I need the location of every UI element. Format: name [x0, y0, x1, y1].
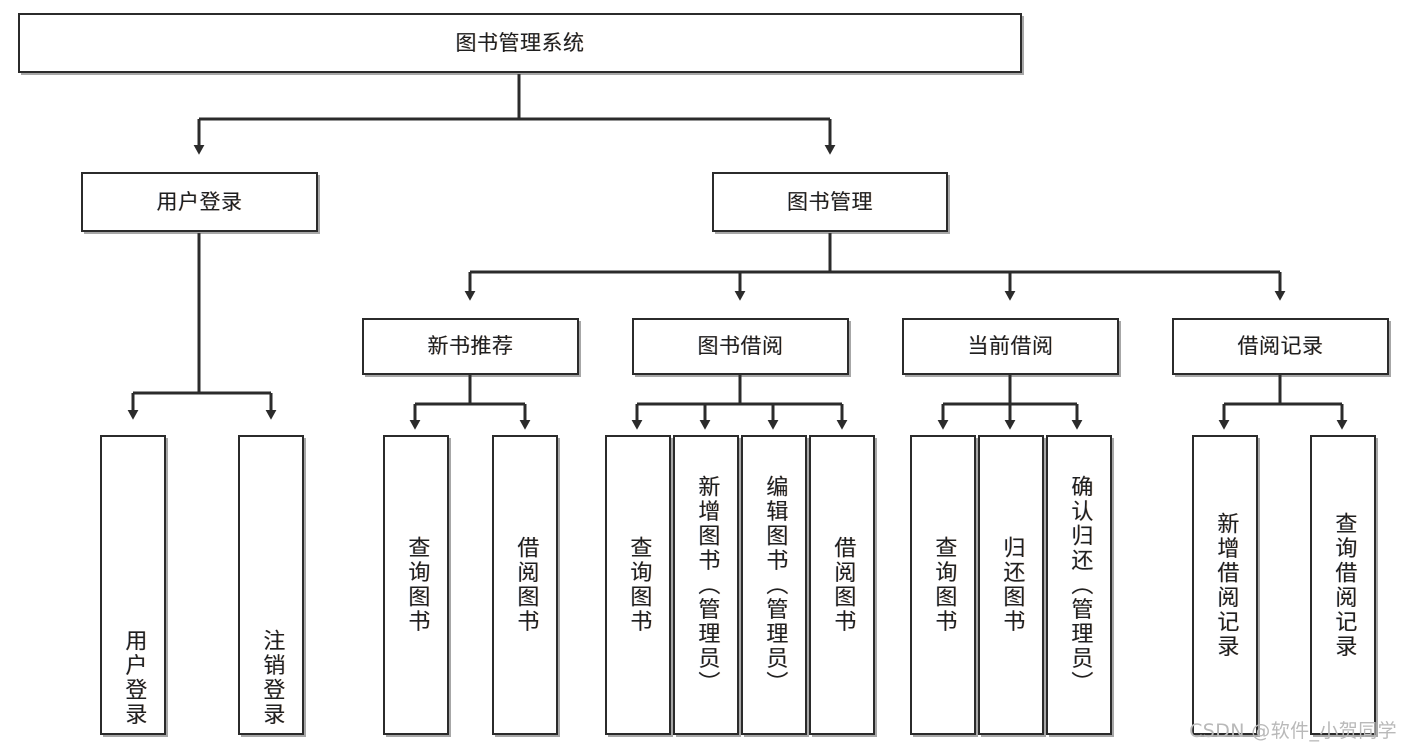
node-user-login-label: 用户登录: [156, 189, 243, 214]
leaf-new-book-query[interactable]: 查询图书: [383, 435, 449, 735]
leaf-current-return-book-label: 归还图书: [999, 536, 1025, 634]
leaf-user-login-signin-label: 用户登录: [121, 629, 147, 727]
leaf-borrow-borrow-book-label: 借阅图书: [830, 536, 856, 634]
leaf-record-add-label: 新增借阅记录: [1213, 511, 1239, 659]
node-current-borrow-label: 当前借阅: [967, 334, 1054, 359]
leaf-new-book-query-label: 查询图书: [404, 536, 430, 634]
node-new-book-recommend-label: 新书推荐: [427, 334, 514, 359]
leaf-new-book-borrow-label: 借阅图书: [513, 536, 539, 634]
leaf-borrow-query-book[interactable]: 查询图书: [605, 435, 671, 735]
csdn-watermark: CSDN @软件_小贺同学: [1189, 720, 1397, 742]
node-borrow-record-label: 借阅记录: [1237, 334, 1324, 359]
leaf-borrow-edit-book[interactable]: 编辑图书（管理员）: [741, 435, 807, 735]
leaf-record-add[interactable]: 新增借阅记录: [1192, 435, 1258, 735]
leaf-user-login-signout[interactable]: 注销登录: [238, 435, 304, 735]
leaf-current-confirm-return[interactable]: 确认归还（管理员）: [1046, 435, 1112, 735]
node-user-login[interactable]: 用户登录: [81, 172, 318, 232]
node-borrow-record[interactable]: 借阅记录: [1172, 318, 1389, 375]
leaf-borrow-edit-book-label: 编辑图书（管理员）: [762, 474, 788, 696]
leaf-current-return-book[interactable]: 归还图书: [978, 435, 1044, 735]
leaf-new-book-borrow[interactable]: 借阅图书: [492, 435, 558, 735]
leaf-user-login-signout-label: 注销登录: [259, 629, 285, 727]
leaf-record-query-label: 查询借阅记录: [1331, 511, 1357, 659]
leaf-borrow-borrow-book[interactable]: 借阅图书: [809, 435, 875, 735]
leaf-current-confirm-return-label: 确认归还（管理员）: [1067, 474, 1093, 696]
leaf-user-login-signin[interactable]: 用户登录: [100, 435, 166, 735]
leaf-borrow-add-book[interactable]: 新增图书（管理员）: [673, 435, 739, 735]
node-root-label: 图书管理系统: [455, 30, 585, 55]
node-book-borrow[interactable]: 图书借阅: [632, 318, 849, 375]
leaf-current-query-book[interactable]: 查询图书: [910, 435, 976, 735]
node-new-book-recommend[interactable]: 新书推荐: [362, 318, 579, 375]
leaf-borrow-query-book-label: 查询图书: [626, 536, 652, 634]
node-current-borrow[interactable]: 当前借阅: [902, 318, 1119, 375]
node-book-borrow-label: 图书借阅: [697, 334, 784, 359]
node-book-management-label: 图书管理: [787, 189, 873, 214]
node-book-management[interactable]: 图书管理: [712, 172, 948, 232]
node-root[interactable]: 图书管理系统: [18, 13, 1022, 73]
leaf-borrow-add-book-label: 新增图书（管理员）: [694, 474, 720, 696]
leaf-record-query[interactable]: 查询借阅记录: [1310, 435, 1376, 735]
leaf-current-query-book-label: 查询图书: [931, 536, 957, 634]
